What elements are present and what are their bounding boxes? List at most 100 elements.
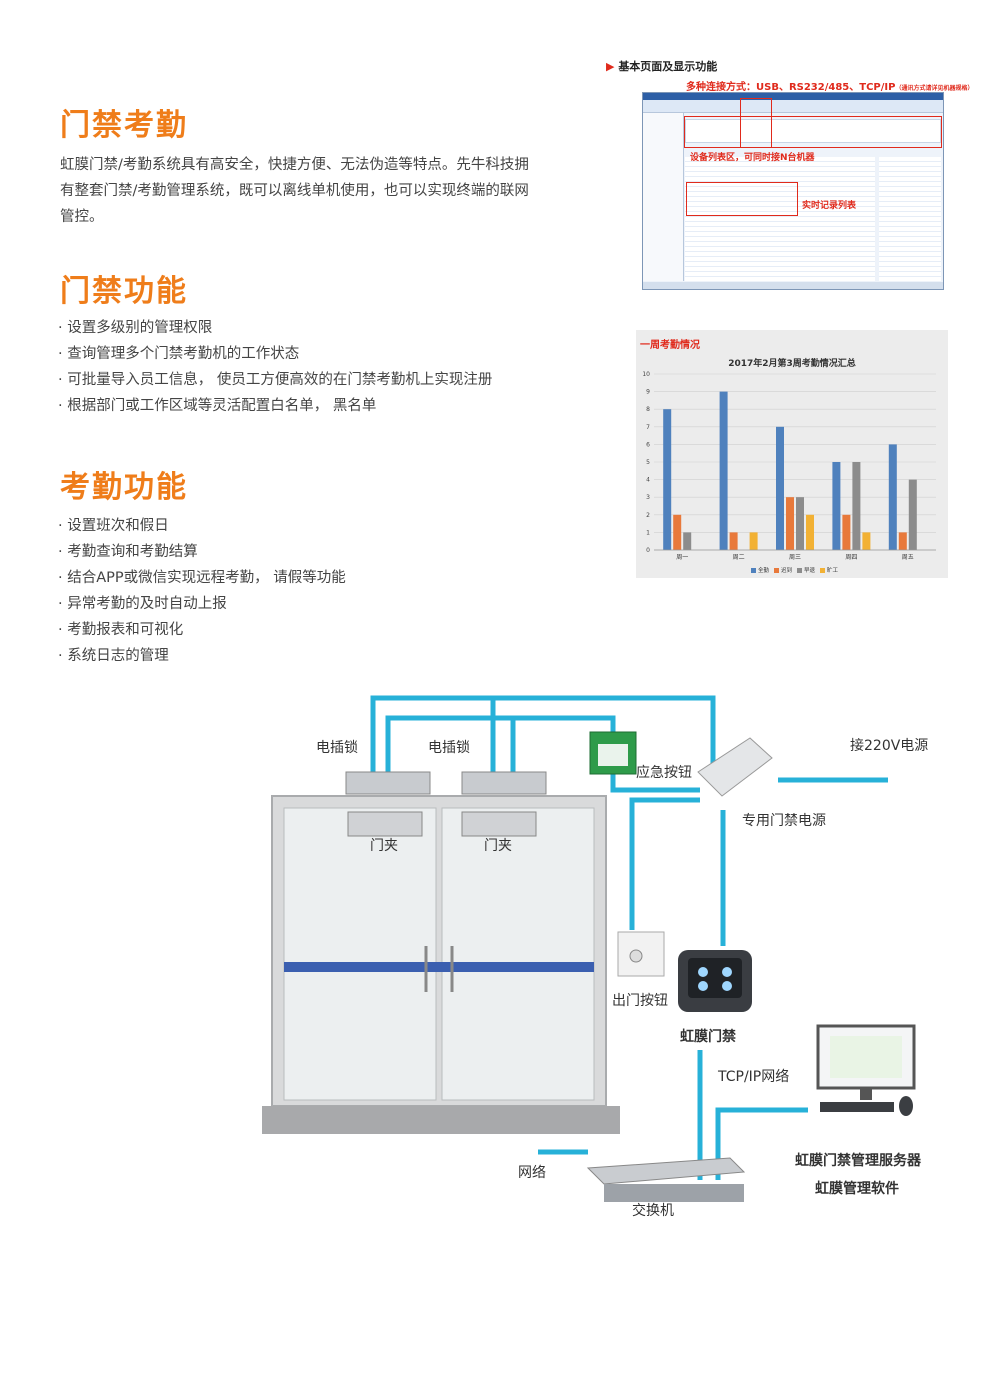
emergency-button-face bbox=[598, 744, 628, 766]
door-clip-icon bbox=[461, 811, 537, 837]
chart-ytick-label: 10 bbox=[642, 371, 650, 378]
list-item: 结合APP或微信实现远程考勤， 请假等功能 bbox=[58, 565, 346, 591]
chart-ytick-label: 3 bbox=[646, 494, 650, 501]
network-switch-icon bbox=[586, 1157, 746, 1185]
attendance-function-list: 设置班次和假日 考勤查询和考勤结算 结合APP或微信实现远程考勤， 请假等功能 … bbox=[58, 513, 346, 669]
label-220v: 接220V电源 bbox=[850, 738, 929, 754]
chart-ytick-label: 9 bbox=[646, 389, 650, 396]
cable-lines bbox=[370, 695, 888, 1180]
app-right-list bbox=[879, 157, 941, 281]
chart-bar-2-4 bbox=[749, 532, 758, 550]
section-title-attendance-functions: 考勤功能 bbox=[60, 470, 188, 505]
screenshot-heading-text: 基本页面及显示功能 bbox=[618, 60, 718, 73]
label-server: 虹膜门禁管理服务器 bbox=[795, 1153, 921, 1169]
legend-swatch bbox=[750, 568, 756, 573]
legend-label: 早退 bbox=[804, 568, 816, 574]
legend-label: 迟到 bbox=[780, 568, 792, 574]
app-record-list bbox=[685, 157, 875, 281]
chart-legend: 全勤 迟到 早退 旷工 bbox=[636, 566, 948, 574]
access-function-list: 设置多级别的管理权限 查询管理多个门禁考勤机的工作状态 可批量导入员工信息， 使… bbox=[58, 315, 492, 419]
server-screen bbox=[830, 1036, 902, 1078]
legend-swatch bbox=[820, 568, 826, 573]
chart-xtick-label: 周三 bbox=[789, 554, 801, 561]
chart-xtick-label: 周四 bbox=[845, 554, 857, 561]
app-device-table bbox=[685, 119, 941, 143]
label-iris-access: 虹膜门禁 bbox=[680, 1029, 736, 1045]
chart-ytick-label: 8 bbox=[646, 406, 650, 413]
label-exit-button: 出门按钮 bbox=[612, 993, 668, 1009]
chart-xtick-label: 周一 bbox=[676, 554, 688, 561]
chart-ytick-label: 2 bbox=[646, 512, 650, 519]
chart-bar-1-2 bbox=[673, 514, 682, 550]
network-switch-front bbox=[604, 1184, 744, 1202]
device-area-label: 设备列表区，可同时接N台机器 bbox=[690, 153, 815, 163]
legend-label: 旷工 bbox=[827, 568, 839, 574]
label-network: 网络 bbox=[518, 1165, 546, 1181]
chart-plot: 012345678910周一周二周三周四周五 bbox=[642, 371, 936, 561]
door-right-glass bbox=[441, 807, 595, 1101]
chart-ytick-label: 6 bbox=[646, 441, 650, 448]
list-item: 设置班次和假日 bbox=[58, 513, 346, 539]
label-electric-lock-2: 电插锁 bbox=[428, 740, 470, 756]
chart-bar-5-2 bbox=[898, 532, 907, 550]
chart-bar-4-1 bbox=[832, 462, 841, 550]
door-floor-base bbox=[262, 1106, 620, 1134]
app-sidebar bbox=[643, 113, 684, 281]
network-diagram bbox=[262, 695, 916, 1202]
intro-paragraph: 虹膜门禁/考勤系统具有高安全，快捷方便、无法伪造等特点。先牛科技拥有整套门禁/考… bbox=[60, 157, 529, 225]
label-emergency-button: 应急按钮 bbox=[636, 765, 692, 781]
connection-note-text: 多种连接方式：USB、RS232/485、TCP/IP bbox=[686, 82, 896, 93]
list-item: 考勤查询和考勤结算 bbox=[58, 539, 346, 565]
chart-ytick-label: 5 bbox=[646, 459, 650, 466]
cable-server bbox=[715, 1107, 808, 1180]
section-title-access-attendance: 门禁考勤 bbox=[60, 108, 188, 143]
chart-bar-3-2 bbox=[786, 497, 794, 550]
label-tcpip-network: TCP/IP网络 bbox=[718, 1069, 790, 1085]
app-toolbar bbox=[643, 100, 943, 113]
chart-bar-5-1 bbox=[888, 444, 897, 550]
list-item: 异常考勤的及时自动上报 bbox=[58, 591, 346, 617]
legend-swatch bbox=[797, 568, 802, 573]
chart-xtick-label: 周二 bbox=[733, 554, 745, 561]
realtime-label: 实时记录列表 bbox=[802, 201, 857, 211]
chart-bar-1-3 bbox=[683, 532, 692, 550]
chart-bar-3-3 bbox=[796, 497, 804, 550]
list-item: 根据部门或工作区域等灵活配置白名单， 黑名单 bbox=[58, 393, 492, 419]
legend-label: 全勤 bbox=[757, 568, 769, 574]
electric-lock-icon bbox=[461, 771, 547, 795]
list-item: 考勤报表和可视化 bbox=[58, 617, 346, 643]
software-screenshot bbox=[642, 92, 944, 290]
label-switch: 交换机 bbox=[632, 1203, 674, 1219]
label-software: 虹膜管理软件 bbox=[815, 1181, 899, 1197]
connection-highlight bbox=[740, 98, 772, 148]
section-title-access-functions: 门禁功能 bbox=[60, 274, 188, 309]
list-item: 查询管理多个门禁考勤机的工作状态 bbox=[58, 341, 492, 367]
triangle-icon: ▶ bbox=[606, 60, 615, 73]
connection-note: 多种连接方式：USB、RS232/485、TCP/IP（通讯方式请详见机器规格） bbox=[686, 78, 973, 93]
chart-bar-3-4 bbox=[806, 514, 814, 550]
screenshot-heading: ▶ 基本页面及显示功能 bbox=[606, 58, 717, 74]
label-door-clip-2: 门夹 bbox=[484, 838, 512, 854]
chart-ytick-label: 1 bbox=[646, 529, 650, 536]
chart-bar-2-2 bbox=[729, 532, 738, 550]
list-item: 可批量导入员工信息， 使员工方便高效的在门禁考勤机上实现注册 bbox=[58, 367, 492, 393]
chart-bar-4-4 bbox=[862, 532, 871, 550]
chart-bar-3-1 bbox=[776, 426, 784, 550]
chart-bar-4-3 bbox=[852, 462, 861, 550]
label-door-clip-1: 门夹 bbox=[370, 838, 398, 854]
iris-dot bbox=[698, 981, 708, 991]
app-statusbar bbox=[643, 282, 943, 289]
chart-bar-5-3 bbox=[908, 479, 917, 550]
chart-title: 2017年2月第3周考勤情况汇总 bbox=[728, 359, 856, 369]
server-stand bbox=[860, 1088, 872, 1100]
power-supply-icon bbox=[697, 737, 773, 797]
chart-bar-1-1 bbox=[663, 409, 672, 550]
electric-lock-icon bbox=[345, 771, 431, 795]
chart-bar-4-2 bbox=[842, 514, 851, 550]
door-push-bar bbox=[284, 962, 594, 972]
iris-dot bbox=[722, 981, 732, 991]
iris-dot bbox=[722, 967, 732, 977]
chart-ytick-label: 0 bbox=[646, 547, 650, 554]
realtime-highlight bbox=[686, 182, 798, 216]
